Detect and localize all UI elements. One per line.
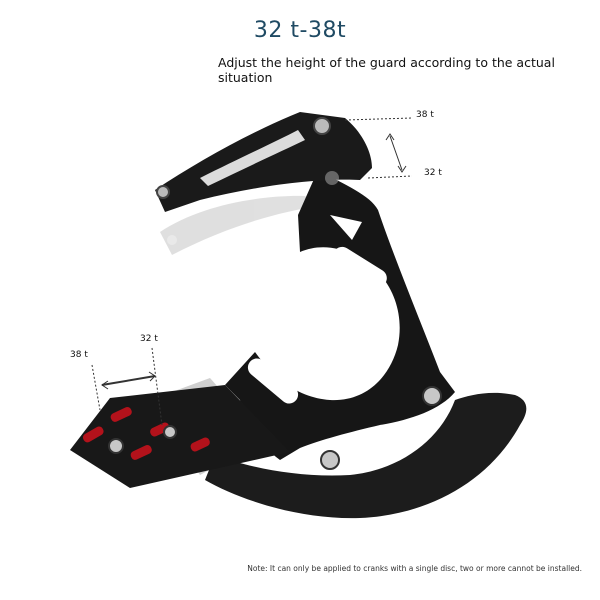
- top-32t-label: 32 t: [424, 168, 442, 178]
- page-subtitle: Adjust the height of the guard according…: [218, 55, 555, 85]
- upper-chain-guide: [155, 112, 372, 212]
- footer-note: Note: It can only be applied to cranks w…: [247, 564, 582, 573]
- guard-backplate: [225, 170, 455, 460]
- bolt-icon: [156, 185, 170, 199]
- top-dimension-markers: [344, 117, 413, 179]
- slot-left: [247, 358, 299, 404]
- ghost-upper-guard: [160, 195, 318, 255]
- page-title: 32 t-38t: [253, 18, 347, 43]
- bolt-icon: [313, 117, 331, 135]
- bolt-icon: [320, 450, 340, 470]
- bolt-icon: [163, 425, 177, 439]
- slot-upper: [333, 246, 387, 288]
- bottom-32t-label: 32 t: [140, 334, 158, 344]
- slot-right: [359, 323, 395, 374]
- bolt-icon: [422, 386, 442, 406]
- lower-chain-guide: [70, 385, 290, 488]
- bolt-icon: [108, 438, 124, 454]
- bolt-icon: [325, 171, 339, 185]
- bottom-dimension-markers: [91, 347, 163, 426]
- bash-guard: [205, 392, 527, 519]
- bottom-38t-label: 38 t: [70, 350, 88, 360]
- top-38t-label: 38 t: [416, 110, 434, 120]
